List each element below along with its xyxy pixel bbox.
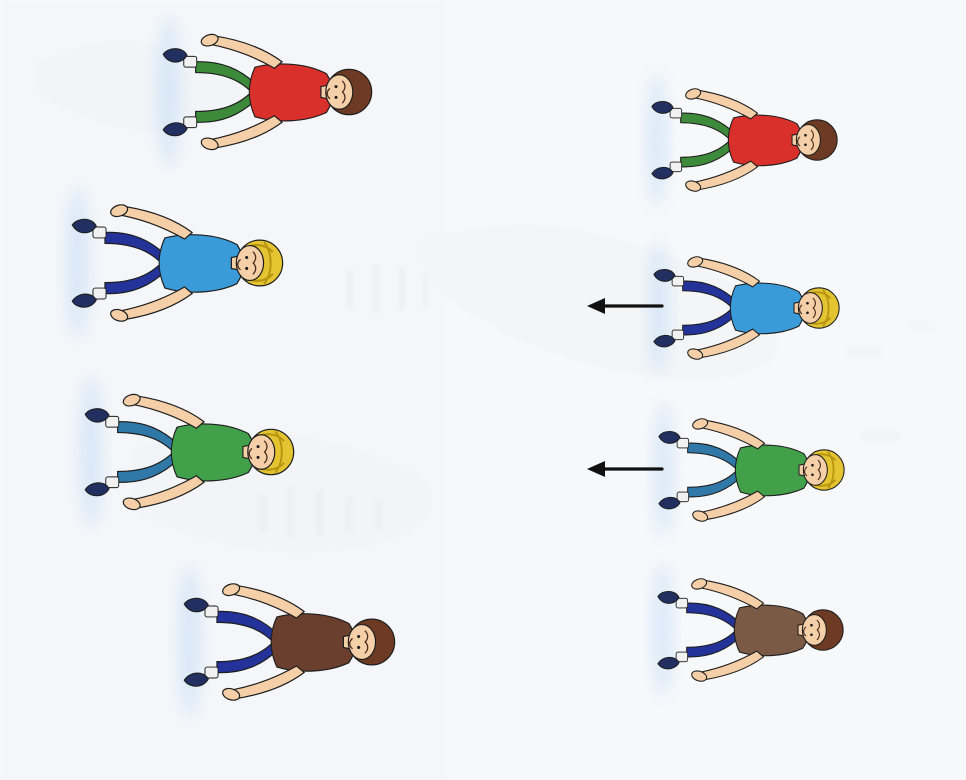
right-eye [335, 96, 338, 99]
left-eye [245, 256, 248, 259]
shirt [249, 64, 332, 121]
face [326, 75, 353, 110]
shirt [171, 424, 254, 481]
shirt [159, 235, 243, 292]
shirt [271, 614, 355, 671]
right-eye [357, 646, 360, 649]
ghost-line-7 [315, 490, 324, 535]
ghost-line-8 [345, 496, 353, 532]
shirt [734, 605, 808, 656]
ice-glow-5 [649, 241, 668, 375]
ghost-mark-right-3 [908, 320, 936, 330]
right-eye [806, 311, 809, 314]
ice-glow-4 [647, 73, 666, 207]
left-eye [811, 464, 814, 467]
face [348, 625, 375, 660]
left-eye [335, 85, 338, 88]
face [802, 615, 826, 646]
left-eye [810, 624, 813, 627]
ghost-line-1 [346, 270, 354, 308]
shirt [728, 115, 802, 166]
ice-glow-2 [80, 376, 102, 527]
right-eye [245, 267, 248, 270]
ghost-mark-right-1 [846, 346, 882, 358]
face [796, 125, 820, 156]
left-eye [357, 635, 360, 638]
ghost-line-2 [372, 265, 380, 313]
right-eye [810, 633, 813, 636]
ghost-line-3 [398, 268, 405, 310]
ice-glow-3 [179, 566, 201, 719]
face [798, 293, 822, 324]
face [248, 435, 275, 470]
right-eye [257, 456, 260, 459]
left-eye [806, 302, 809, 305]
ice-glow-0 [158, 16, 180, 167]
ghost-line-5 [258, 494, 267, 534]
ice-glow-1 [67, 187, 89, 340]
right-eye [811, 473, 814, 476]
left-eye [804, 134, 807, 137]
ghost-line-6 [286, 486, 295, 538]
ghost-line-4 [422, 274, 429, 306]
ghost-mark-right-2 [860, 430, 902, 442]
face [236, 246, 263, 281]
face [803, 455, 827, 486]
left-eye [257, 445, 260, 448]
shirt [730, 283, 804, 334]
right-eye [804, 143, 807, 146]
shirt [735, 445, 809, 496]
ghost-line-9 [375, 498, 383, 531]
ice-glow-7 [653, 563, 672, 697]
